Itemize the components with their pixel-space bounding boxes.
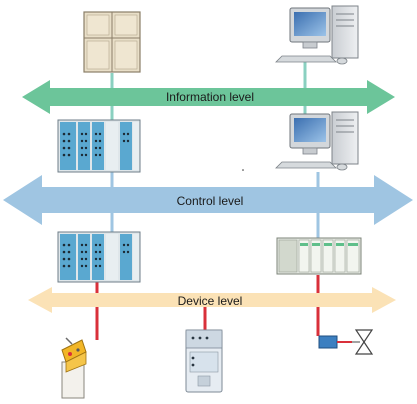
device-level-arrow: Device level — [28, 287, 396, 313]
plc-rack-icon — [57, 119, 141, 173]
valve-actuator-icon — [318, 329, 374, 355]
control-level-arrow: Control level — [3, 175, 413, 225]
information-level-arrow: Information level — [22, 80, 395, 114]
plc-rack-icon — [57, 231, 141, 283]
sensor-device-icon — [61, 337, 87, 399]
control-level-label: Control level — [177, 194, 244, 208]
device-level-label: Device level — [178, 294, 243, 308]
workstation-computer-icon — [275, 5, 359, 65]
stray-dot — [242, 169, 244, 171]
information-level-label: Information level — [166, 90, 254, 104]
remote-io-module-icon — [276, 237, 362, 275]
server-cabinet-icon — [83, 11, 141, 73]
motor-starter-icon — [185, 329, 223, 393]
workstation-computer-icon — [275, 111, 359, 171]
